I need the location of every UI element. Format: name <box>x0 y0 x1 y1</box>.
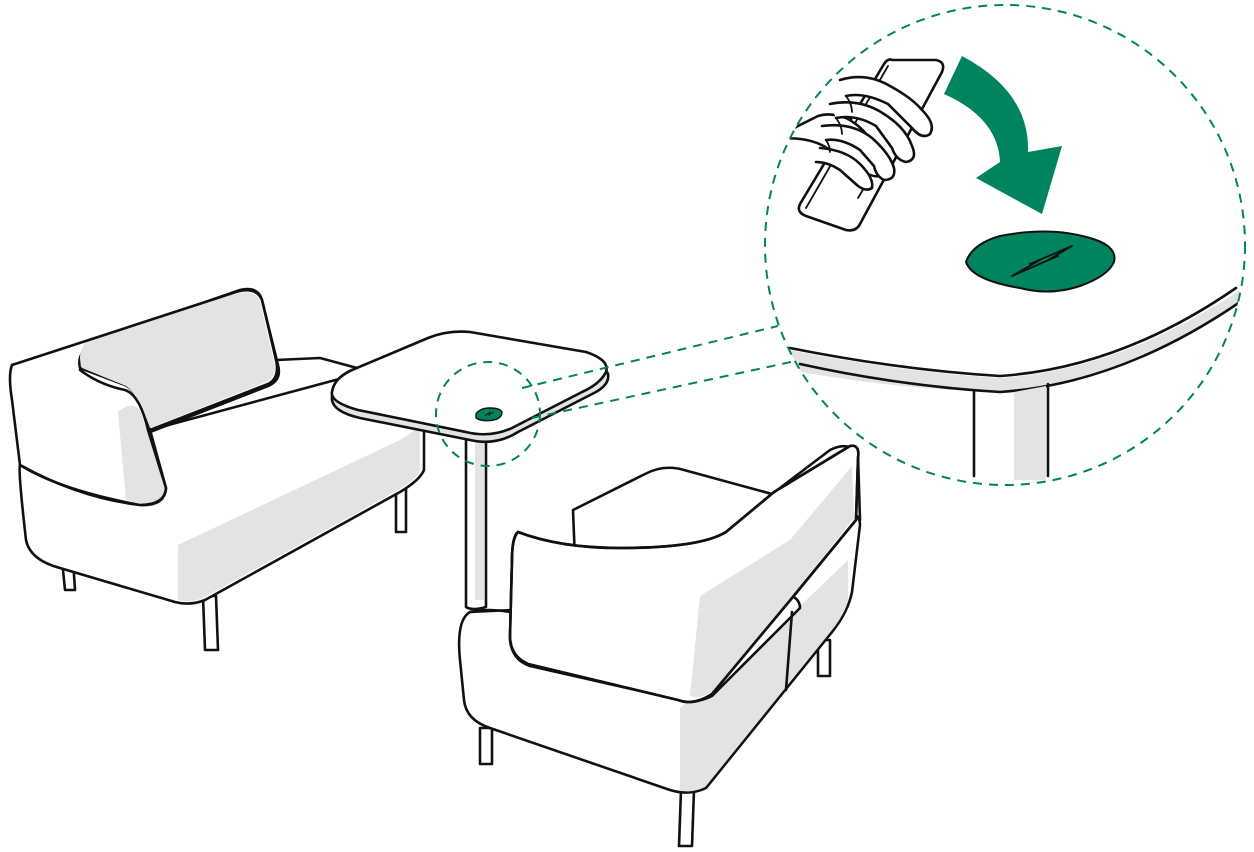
right-sofa-leg-front <box>679 790 694 846</box>
right-sofa <box>459 446 860 846</box>
table-stem-shade <box>475 438 484 600</box>
right-sofa-leg-left <box>480 728 492 764</box>
left-sofa <box>10 289 424 650</box>
left-sofa-leg-front <box>203 596 218 650</box>
zoom-detail <box>760 0 1254 500</box>
zoom-stem-shade <box>1014 386 1046 480</box>
